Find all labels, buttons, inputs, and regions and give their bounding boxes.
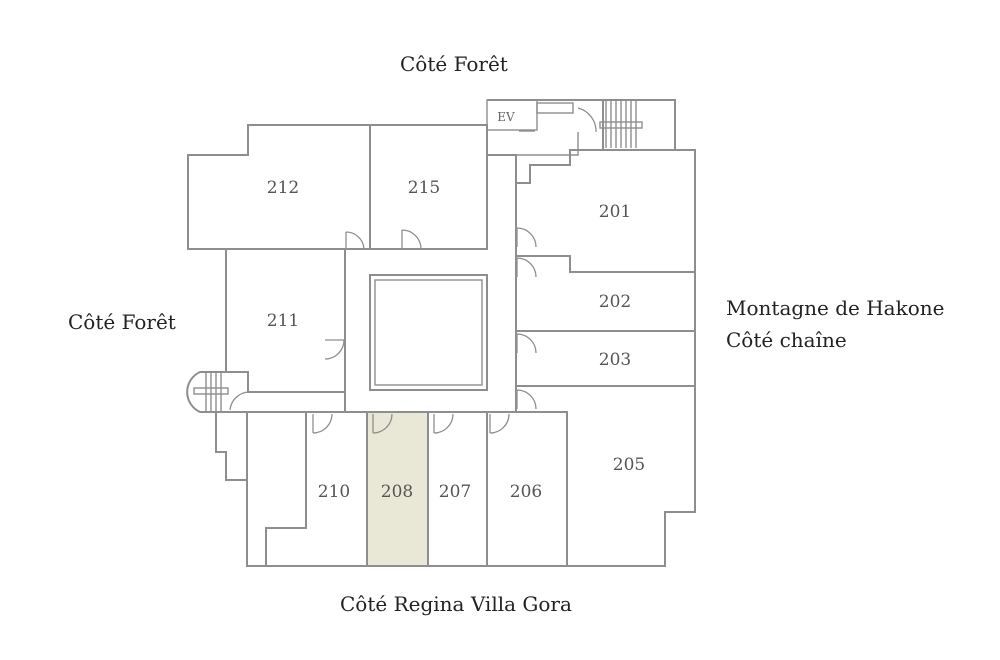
room-205-label: 205 [613,455,645,475]
stair-west-walls [186,371,226,413]
elevator-block-walls [487,99,676,151]
room-208-label: 208 [381,482,413,502]
orientation-label-east: Montagne de Hakone Côté chaîne [726,292,944,356]
elevator-door [536,102,574,114]
room-212-label: 212 [267,178,299,198]
room-201-walls [515,149,696,273]
annex-west-walls [215,412,248,481]
room-210-label: 210 [318,482,350,502]
room-208-highlight [367,412,428,566]
elevator-lobby [486,130,579,156]
walls [186,99,696,567]
stair-door-west [229,391,249,411]
orientation-label-east-line2: Côté chaîne [726,328,847,352]
atrium-outer [369,274,488,391]
room-206-label: 206 [510,482,542,502]
orientation-label-south: Côté Regina Villa Gora [340,592,572,616]
room-215-label: 215 [408,178,440,198]
orientation-label-north: Côté Forêt [400,52,508,76]
stairs-north [599,100,643,148]
elevator-shaft [486,99,538,131]
doors [312,227,537,434]
room-208-walls [366,412,429,567]
room-202-label: 202 [599,292,631,312]
room-201-label: 201 [599,202,631,222]
room-207-label: 207 [439,482,471,502]
room-211-label: 211 [267,311,299,331]
stair-door-north [577,107,597,133]
orientation-label-east-line1: Montagne de Hakone [726,296,945,320]
atrium-inner [374,279,483,386]
room-205-walls [515,386,696,567]
room-203-label: 203 [599,350,631,370]
stairs-west [193,372,229,412]
elevator-label: EV [497,110,515,124]
orientation-label-west: Côté Forêt [68,310,176,334]
